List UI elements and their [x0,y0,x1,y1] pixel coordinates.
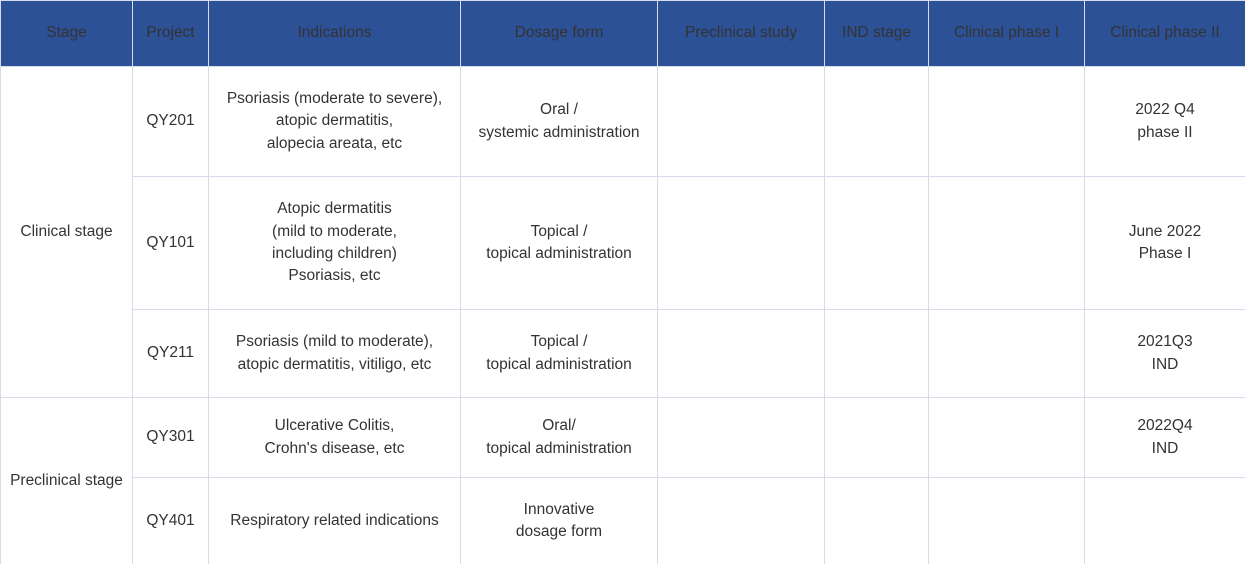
milestone-text [1084,477,1245,564]
ind-stage-cell [824,477,929,564]
project-code: QY201 [132,66,209,177]
table-row: Clinical stage QY201 Psoriasis (moderate… [0,66,1245,398]
clinical-phase-1-cell [928,309,1085,398]
column-header-stage: Stage [0,0,133,67]
project-code: QY301 [132,397,209,478]
milestone-text: June 2022 Phase I [1084,176,1245,310]
project-code: QY101 [132,176,209,310]
dosage-form-text: Oral/ topical administration [460,397,658,478]
dosage-form-text: Topical / topical administration [460,309,658,398]
column-header-dosage-form: Dosage form [460,0,658,67]
indications-text: Psoriasis (moderate to severe), atopic d… [208,66,461,177]
ind-stage-cell [824,66,929,177]
dosage-form-text: Innovative dosage form [460,477,658,564]
project-code: QY211 [132,309,209,398]
ind-stage-cell [824,397,929,478]
ind-stage-cell [824,176,929,310]
indications-text: Psoriasis (mild to moderate), atopic der… [208,309,461,398]
clinical-phase-1-cell [928,66,1085,177]
table-row: QY211 Psoriasis (mild to moderate), atop… [1,309,1245,398]
indications-text: Ulcerative Colitis, Crohn's disease, etc [208,397,461,478]
clinical-phase-1-cell [928,477,1085,564]
table-row: Preclinical stage QY301 Ulcerative Colit… [0,397,1245,564]
clinical-phase-1-cell [928,397,1085,478]
column-header-ind-stage: IND stage [824,0,929,67]
ind-stage-cell [824,309,929,398]
preclinical-study-cell [657,176,825,310]
milestone-text: 2022 Q4 phase II [1084,66,1245,177]
table-row: QY401 Respiratory related indications In… [1,477,1245,564]
column-header-indications: Indications [208,0,461,67]
column-header-clinical-phase-2: Clinical phase II [1084,0,1245,67]
indications-text: Respiratory related indications [208,477,461,564]
milestone-text: 2021Q3 IND [1084,309,1245,398]
stage-group-preclinical: Preclinical stage [0,397,133,564]
column-header-project: Project [132,0,209,67]
dosage-form-text: Topical / topical administration [460,176,658,310]
column-header-preclinical-study: Preclinical study [657,0,825,67]
preclinical-study-cell [657,397,825,478]
dosage-form-text: Oral / systemic administration [460,66,658,177]
indications-text: Atopic dermatitis (mild to moderate, inc… [208,176,461,310]
project-code: QY401 [132,477,209,564]
table-row: QY101 Atopic dermatitis (mild to moderat… [1,176,1245,310]
preclinical-study-cell [657,309,825,398]
table-header-row: Stage Project Indications Dosage form Pr… [0,0,1245,67]
stage-group-clinical: Clinical stage [0,66,133,398]
preclinical-study-cell [657,66,825,177]
clinical-phase-1-cell [928,176,1085,310]
preclinical-study-cell [657,477,825,564]
column-header-clinical-phase-1: Clinical phase I [928,0,1085,67]
milestone-text: 2022Q4 IND [1084,397,1245,478]
